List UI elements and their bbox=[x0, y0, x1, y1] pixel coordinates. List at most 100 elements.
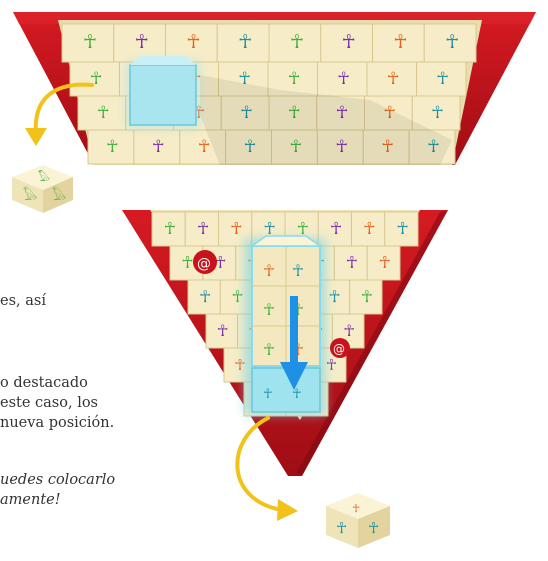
instruction-line-1: es, así bbox=[0, 293, 46, 309]
ankh-icon: ☥ bbox=[198, 137, 211, 157]
ankh-icon: ☥ bbox=[230, 219, 242, 238]
move-arrow-top bbox=[25, 82, 94, 146]
tile[interactable] bbox=[267, 61, 318, 97]
ankh-icon: ☥ bbox=[336, 519, 347, 537]
ankh-icon: ☥ bbox=[387, 69, 400, 89]
ankh-icon: ☥ bbox=[346, 253, 358, 272]
instruction-line-4: nueva posición. bbox=[0, 415, 115, 431]
ankh-icon: ☥ bbox=[343, 321, 355, 340]
top-view-panel: ☥☥☥☥☥☥☥☥☥☥☥☥☥☥☥☥☥☥☥☥☥☥☥☥☥☥☥☥☥☥☥☥ bbox=[13, 12, 536, 165]
heron-icon: 𓅃 bbox=[23, 186, 37, 204]
instruction-line-2: o destacado bbox=[0, 375, 88, 391]
tile[interactable] bbox=[320, 23, 373, 63]
ankh-icon: ☥ bbox=[436, 69, 449, 89]
selected-column[interactable]: ☥ ☥ ☥ ☥ ☥ ☥ ☥ ☥ bbox=[244, 235, 326, 416]
tile[interactable] bbox=[316, 129, 364, 165]
ankh-icon: ☥ bbox=[263, 219, 275, 238]
ankh-icon: ☥ bbox=[379, 253, 391, 272]
heron-icon: 𓅃 bbox=[38, 170, 50, 184]
ankh-icon: ☥ bbox=[297, 219, 309, 238]
ankh-icon: ☥ bbox=[383, 103, 396, 123]
tiles-top: ☥☥☥☥☥☥☥☥☥☥☥☥☥☥☥☥☥☥☥☥☥☥☥☥☥☥☥☥☥☥☥☥ bbox=[61, 23, 477, 165]
instruction-line-3: este caso, los bbox=[0, 395, 99, 411]
tile[interactable] bbox=[349, 279, 383, 315]
ankh-icon: ☥ bbox=[292, 261, 304, 280]
spiral-icon: @ bbox=[197, 256, 211, 272]
ankh-icon: ☥ bbox=[197, 219, 209, 238]
tile[interactable] bbox=[113, 23, 166, 63]
spiral-tile: @ bbox=[330, 338, 350, 358]
ankh-icon: ☥ bbox=[368, 519, 379, 537]
ankh-icon: ☥ bbox=[152, 137, 165, 157]
selected-tile-top[interactable] bbox=[127, 56, 199, 128]
tile[interactable] bbox=[69, 61, 120, 97]
ankh-icon: ☥ bbox=[352, 502, 360, 515]
heron-icon: 𓅃 bbox=[52, 186, 66, 204]
ankh-icon: ☥ bbox=[292, 387, 302, 402]
ankh-icon: ☥ bbox=[240, 103, 253, 123]
tile[interactable] bbox=[362, 129, 410, 165]
ankh-icon: ☥ bbox=[396, 219, 408, 238]
tile[interactable] bbox=[225, 129, 272, 165]
ankh-icon: ☥ bbox=[263, 387, 273, 402]
moved-tile-left: 𓅃 𓅃 𓅃 bbox=[12, 165, 73, 213]
move-arrow-bottom bbox=[235, 416, 298, 521]
ankh-icon: ☥ bbox=[445, 31, 459, 53]
ankh-icon: ☥ bbox=[326, 356, 337, 374]
tile[interactable] bbox=[165, 23, 218, 63]
ankh-icon: ☥ bbox=[336, 103, 349, 123]
ankh-icon: ☥ bbox=[289, 137, 302, 157]
tile[interactable] bbox=[366, 245, 401, 281]
ankh-icon: ☥ bbox=[214, 253, 226, 272]
spiral-tile: @ bbox=[193, 250, 217, 274]
ankh-icon: ☥ bbox=[263, 261, 275, 280]
ankh-icon: ☥ bbox=[238, 31, 252, 53]
ankh-icon: ☥ bbox=[199, 287, 211, 306]
spiral-icon: @ bbox=[333, 342, 345, 356]
ankh-icon: ☥ bbox=[363, 219, 375, 238]
ankh-icon: ☥ bbox=[288, 69, 301, 89]
ankh-icon: ☥ bbox=[106, 137, 119, 157]
ankh-icon: ☥ bbox=[217, 321, 229, 340]
tile[interactable] bbox=[151, 211, 186, 247]
side-view-panel: ☥☥☥☥☥☥☥☥☥☥☥☥☥☥☥☥☥☥☥☥☥☥☥☥☥☥☥☥☥☥☥☥ ☥ ☥ ☥ ☥… bbox=[122, 210, 448, 476]
ankh-icon: ☥ bbox=[263, 340, 275, 359]
ankh-icon: ☥ bbox=[337, 69, 350, 89]
tile[interactable] bbox=[317, 61, 368, 97]
ankh-icon: ☥ bbox=[83, 31, 97, 53]
tile[interactable] bbox=[423, 23, 477, 63]
ankh-icon: ☥ bbox=[244, 137, 257, 157]
ankh-icon: ☥ bbox=[181, 253, 193, 272]
ankh-icon: ☥ bbox=[97, 103, 110, 123]
ankh-icon: ☥ bbox=[361, 287, 373, 306]
ankh-icon: ☥ bbox=[186, 31, 200, 53]
tile[interactable] bbox=[384, 211, 419, 247]
tile[interactable] bbox=[416, 61, 467, 97]
tip-line-2: amente! bbox=[0, 492, 61, 508]
ankh-icon: ☥ bbox=[263, 300, 275, 319]
moved-tile-bottom: ☥ ☥ ☥ bbox=[326, 493, 390, 548]
tile[interactable] bbox=[61, 23, 115, 63]
move-arrow-down bbox=[280, 296, 308, 390]
tile[interactable] bbox=[187, 279, 221, 315]
ankh-icon: ☥ bbox=[329, 287, 341, 306]
recessed-area bbox=[200, 75, 452, 165]
tip-line-1: uedes colocarlo bbox=[0, 472, 116, 488]
ankh-icon: ☥ bbox=[427, 137, 440, 157]
tile[interactable] bbox=[216, 23, 270, 63]
ankh-icon: ☥ bbox=[288, 103, 301, 123]
ankh-icon: ☥ bbox=[164, 219, 176, 238]
tile[interactable] bbox=[184, 211, 219, 247]
tile[interactable] bbox=[408, 129, 456, 165]
ankh-icon: ☥ bbox=[381, 137, 394, 157]
ankh-icon: ☥ bbox=[238, 69, 251, 89]
ankh-icon: ☥ bbox=[431, 103, 444, 123]
ankh-icon: ☥ bbox=[290, 31, 304, 53]
ankh-icon: ☥ bbox=[393, 31, 407, 53]
tile[interactable] bbox=[366, 61, 417, 97]
ankh-icon: ☥ bbox=[342, 31, 356, 53]
ankh-icon: ☥ bbox=[234, 356, 245, 374]
ankh-icon: ☥ bbox=[330, 219, 342, 238]
ankh-icon: ☥ bbox=[232, 287, 244, 306]
